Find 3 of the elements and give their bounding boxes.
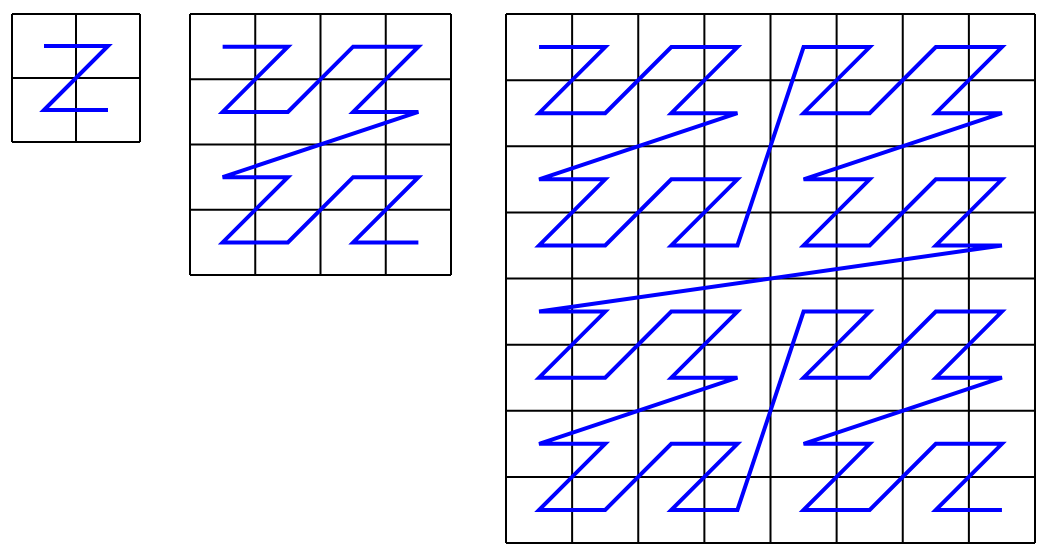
z-order-curve-grid xyxy=(505,13,1036,544)
z-order-curve-grid xyxy=(11,13,141,143)
z-order-curve-grid xyxy=(189,13,452,276)
